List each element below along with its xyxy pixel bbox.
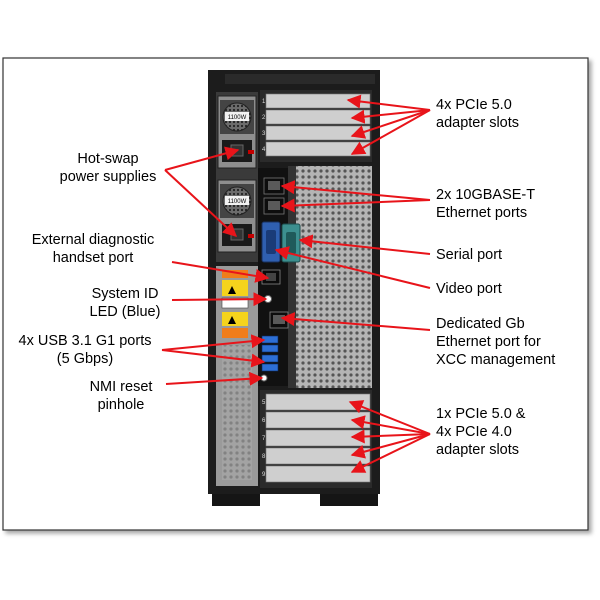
slot-number: 7: [262, 436, 266, 442]
pcie-top-slots: [265, 93, 371, 157]
serial-connector: [281, 223, 301, 263]
psu-rating-2: 1100W: [228, 199, 247, 205]
arrow-xcc: [280, 312, 431, 331]
arrow-usb-1: [161, 334, 266, 351]
label-pcie-top: 4x PCIe 5.0 adapter slots: [436, 97, 520, 131]
arrow-pcie-bottom-3: [350, 429, 431, 444]
arrow-pcie-bottom-4: [350, 433, 431, 459]
arrow-pcie-top-2: [350, 109, 431, 124]
ethernet-10g-ports: [263, 177, 285, 215]
slot-number: 1: [262, 99, 266, 105]
top-lip: [225, 74, 375, 84]
xcc-ethernet-port: [269, 311, 289, 329]
arrow-pcie-bottom-5: [350, 433, 431, 473]
power-supply-1: 1100W: [217, 95, 257, 169]
video-connector: [261, 221, 281, 263]
arrow-pcie-top-3: [350, 109, 431, 139]
arrow-pcie-bottom-1: [348, 400, 431, 435]
label-diag-port: External diagnostic handset port: [31, 232, 155, 266]
label-pcie-bottom: 1x PCIe 5.0 & 4x PCIe 4.0 adapter slots: [436, 406, 526, 458]
slot-number: 5: [262, 400, 266, 406]
arrow-psu-1: [164, 146, 240, 171]
arrow-usb-2: [161, 349, 266, 368]
slot-number: 4: [262, 147, 266, 153]
arrow-diag: [171, 261, 270, 283]
label-video: Video port: [436, 281, 502, 297]
callout-arrows: [161, 94, 431, 473]
slot-number: 2: [262, 115, 266, 121]
label-xcc: Dedicated Gb Ethernet port for XCC manag…: [436, 316, 556, 368]
slot-numbers: 1 2 3 4 5 6 7 8 9: [262, 99, 266, 478]
power-supply-2: 1100W: [217, 179, 257, 253]
arrow-pcie-top-1: [346, 94, 431, 111]
label-system-id: System ID LED (Blue): [89, 286, 161, 320]
arrow-video: [274, 246, 431, 289]
slot-number: 6: [262, 418, 266, 424]
left-panel-vent: [222, 345, 252, 480]
psu-rating-1: 1100W: [228, 115, 247, 121]
slot-number: 8: [262, 454, 266, 460]
label-usb: 4x USB 3.1 G1 ports (5 Gbps): [18, 333, 152, 367]
pcie-bottom-slots: [265, 393, 371, 483]
server-foot-left: [212, 492, 260, 506]
arrow-serial: [298, 234, 431, 255]
server-foot-right: [320, 492, 378, 506]
arrow-pcie-top-4: [350, 109, 431, 155]
arrow-eth-1: [280, 180, 431, 201]
arrow-eth-2: [280, 198, 431, 213]
rear-mesh-panel: [290, 166, 372, 388]
arrow-psu-2: [164, 169, 238, 237]
label-serial: Serial port: [436, 247, 503, 263]
label-ethernet-10g: 2x 10GBASE-T Ethernet ports: [436, 187, 536, 221]
arrow-system-id: [171, 292, 268, 307]
mid-top-mesh: [288, 166, 296, 388]
arrow-pcie-bottom-2: [350, 415, 431, 435]
label-hot-swap: Hot-swap power supplies: [59, 151, 157, 185]
warning-labels: [221, 270, 249, 338]
slot-number: 9: [262, 472, 266, 478]
server-rear-view: 1100W 1100W: [208, 70, 380, 506]
slot-number: 3: [262, 131, 266, 137]
arrow-nmi: [165, 371, 264, 386]
label-nmi: NMI reset pinhole: [89, 379, 153, 413]
